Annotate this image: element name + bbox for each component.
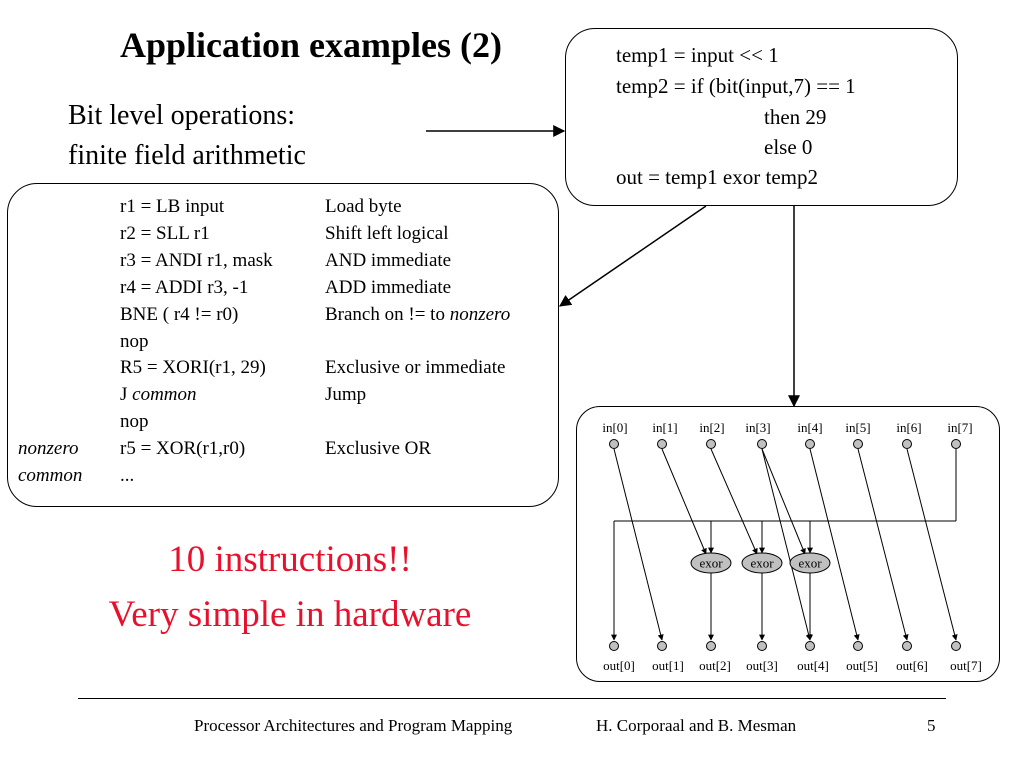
input-node	[609, 439, 619, 449]
input-node	[902, 439, 912, 449]
asm-instruction: r4 = ADDI r3, -1	[120, 276, 249, 298]
output-label: out[4]	[797, 658, 829, 673]
assembly-code-box: r1 = LB input Load byte r2 = SLL r1 Shift l…	[7, 183, 559, 507]
asm-description: Load byte	[325, 196, 402, 217]
subtitle-line-1: Bit level operations:	[68, 100, 296, 131]
shift-wire	[761, 448, 812, 641]
input-label: in[1]	[652, 420, 677, 435]
shift-wire	[613, 448, 664, 641]
pseudocode-box: temp1 = input << 1 temp2 = if (bit(input…	[565, 28, 958, 206]
asm-description: Jump	[325, 384, 367, 406]
asm-description: Exclusive OR	[325, 438, 432, 460]
output-label: out[3]	[746, 658, 778, 673]
output-node	[657, 641, 667, 651]
output-node	[951, 641, 961, 651]
shift-wire	[809, 448, 860, 641]
pseudocode-line: else 0	[764, 135, 813, 159]
exor-gate-label: exor	[750, 556, 774, 571]
asm-instruction: BNE ( r4 != r0)	[120, 303, 239, 325]
exor-gate-label: exor	[798, 556, 822, 571]
asm-label: nonzero	[18, 438, 79, 460]
asm-instruction: r5 = XOR(r1,r0)	[120, 438, 246, 460]
input-label: in[0]	[602, 420, 627, 435]
asm-instruction: r2 = SLL r1	[120, 222, 210, 244]
output-label: out[7]	[950, 658, 982, 673]
input-node	[853, 439, 863, 449]
output-node	[757, 641, 767, 651]
shift-wire	[857, 448, 909, 641]
output-node	[853, 641, 863, 651]
input-node	[706, 439, 716, 449]
asm-description: AND immediate	[325, 249, 452, 271]
output-node	[706, 641, 716, 651]
output-label: out[2]	[699, 658, 731, 673]
exor-gate-label: exor	[699, 556, 723, 571]
input-label: in[2]	[699, 420, 724, 435]
input-node	[757, 439, 767, 449]
asm-instruction: nop	[120, 411, 149, 433]
footer-course: Processor Architectures and Program Mapp…	[194, 716, 513, 735]
input-label: in[4]	[797, 420, 822, 435]
asm-instruction: R5 = XORI(r1, 29)	[120, 357, 266, 379]
pseudocode-line: temp1 = input << 1	[616, 43, 779, 67]
output-label: out[0]	[603, 658, 635, 673]
output-node	[609, 641, 619, 651]
output-label: out[5]	[846, 658, 878, 673]
input-label: in[7]	[947, 420, 972, 435]
asm-instruction: r3 = ANDI r1, mask	[120, 249, 273, 271]
input-label: in[6]	[896, 420, 921, 435]
asm-instruction: nop	[120, 330, 149, 352]
input-node	[805, 439, 815, 449]
slide-title: Application examples (2)	[120, 25, 502, 65]
input-label: in[3]	[745, 420, 770, 435]
footer-divider	[78, 698, 946, 699]
input-label: in[5]	[845, 420, 870, 435]
asm-description: Exclusive or immediate	[325, 357, 506, 379]
input-node	[657, 439, 667, 449]
highlight-line-2: Very simple in hardware	[108, 594, 472, 635]
footer-page-number: 5	[927, 716, 936, 735]
footer-authors: H. Corporaal and B. Mesman	[596, 716, 797, 735]
input-node	[951, 439, 961, 449]
output-label: out[6]	[896, 658, 928, 673]
highlight-line-1: 10 instructions!!	[168, 539, 412, 580]
asm-description: Shift left logical	[325, 222, 449, 244]
output-node	[902, 641, 912, 651]
shift-wire-to-gate	[710, 448, 758, 555]
asm-instruction: J common	[120, 384, 197, 406]
arrow-pseudocode-to-assembly	[559, 205, 707, 307]
pseudocode-line: temp2 = if (bit(input,7) == 1	[616, 74, 856, 98]
shift-wire-to-gate	[661, 448, 707, 555]
asm-description: ADD immediate	[325, 276, 452, 298]
asm-instruction: r1 = LB input	[120, 196, 225, 217]
output-label: out[1]	[652, 658, 684, 673]
asm-instruction: ...	[120, 465, 135, 486]
shift-wire-to-gate	[761, 448, 806, 555]
output-node	[805, 641, 815, 651]
asm-label: common	[18, 465, 83, 486]
shift-wire	[906, 448, 958, 641]
pseudocode-line: out = temp1 exor temp2	[616, 165, 818, 189]
pseudocode-line: then 29	[764, 105, 827, 129]
asm-description: Branch on != to nonzero	[325, 303, 511, 325]
subtitle-line-2: finite field arithmetic	[68, 140, 306, 171]
